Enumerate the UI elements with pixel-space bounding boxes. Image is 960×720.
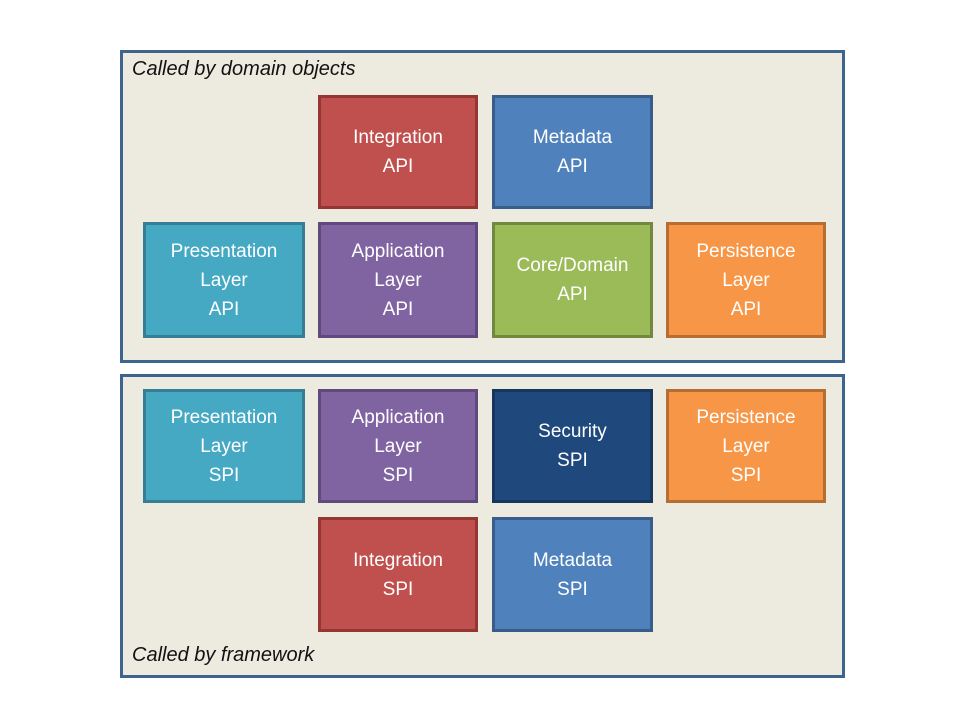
box-persistence-layer-api: Persistence Layer API (666, 222, 826, 338)
box-presentation-layer-api: Presentation Layer API (143, 222, 305, 338)
api-group-title: Called by domain objects (132, 58, 356, 80)
box-metadata-api: Metadata API (492, 95, 653, 209)
box-application-layer-spi: Application Layer SPI (318, 389, 478, 503)
box-integration-api: Integration API (318, 95, 478, 209)
box-persistence-layer-spi: Persistence Layer SPI (666, 389, 826, 503)
box-presentation-layer-spi: Presentation Layer SPI (143, 389, 305, 503)
box-security-spi: Security SPI (492, 389, 653, 503)
box-core-domain-api: Core/Domain API (492, 222, 653, 338)
box-integration-spi: Integration SPI (318, 517, 478, 632)
box-application-layer-api: Application Layer API (318, 222, 478, 338)
spi-group-title: Called by framework (132, 644, 315, 666)
box-metadata-spi: Metadata SPI (492, 517, 653, 632)
